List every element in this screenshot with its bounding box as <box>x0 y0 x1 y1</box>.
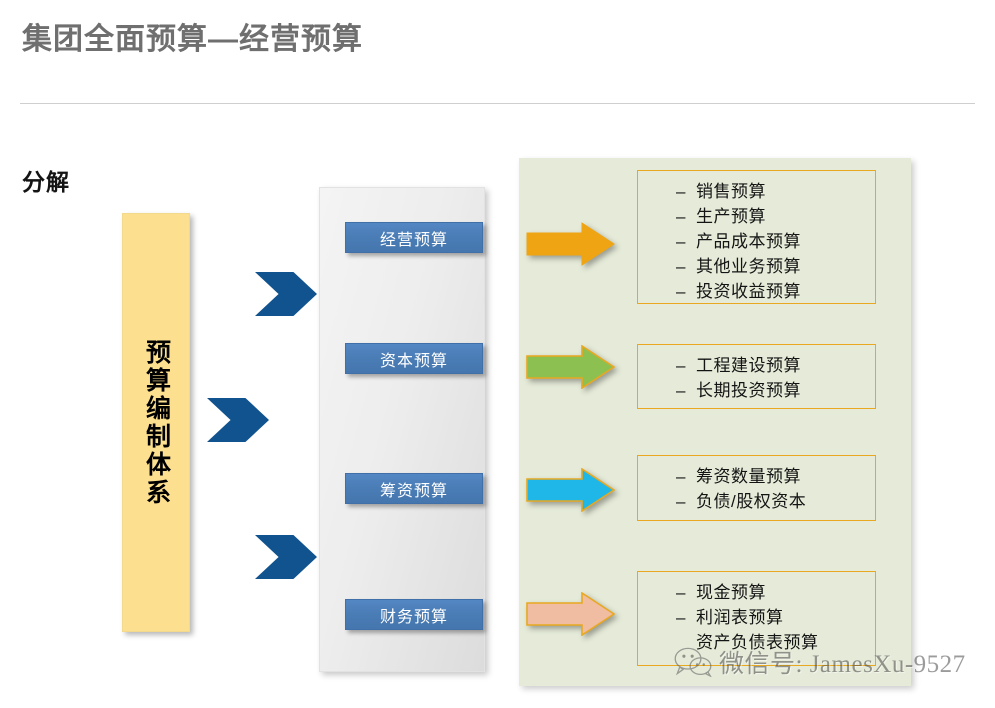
list-item-label: 产品成本预算 <box>696 232 801 251</box>
budget-categories-panel <box>319 187 485 672</box>
list-item-label: 长期投资预算 <box>696 381 801 400</box>
list-dash: – <box>676 182 686 201</box>
list-item: – 销售预算 <box>638 179 875 204</box>
list-dash: – <box>676 583 686 602</box>
page-title: 集团全面预算—经营预算 <box>22 23 363 56</box>
list-item: – 利润表预算 <box>638 605 875 630</box>
list-dash: – <box>676 207 686 226</box>
title-divider <box>20 103 975 104</box>
list-item-label: 生产预算 <box>696 207 766 226</box>
budget-category-button-2[interactable]: 筹资预算 <box>345 473 483 504</box>
budget-system-pillar: 预算编制体系 <box>122 213 190 632</box>
cyan-arrow-icon <box>526 468 615 512</box>
list-item: – 其他业务预算 <box>638 254 875 279</box>
budget-category-label-2: 筹资预算 <box>379 482 448 500</box>
list-item-label: 现金预算 <box>696 583 766 602</box>
list-item: 资产负债表预算 <box>638 630 875 655</box>
list-item-label: 利润表预算 <box>696 608 784 627</box>
section-label: 分解 <box>22 169 70 195</box>
budget-category-button-1[interactable]: 资本预算 <box>345 343 483 374</box>
list-item-label: 投资收益预算 <box>696 282 801 301</box>
peach-arrow-icon <box>526 592 615 636</box>
budget-detail-box-3: – 现金预算 – 利润表预算 资产负债表预算 <box>637 571 876 666</box>
list-item: – 投资收益预算 <box>638 279 875 304</box>
list-item: – 产品成本预算 <box>638 229 875 254</box>
list-dash: – <box>676 381 686 400</box>
list-dash: – <box>676 492 686 511</box>
chevron-right-icon-3 <box>255 535 317 579</box>
list-dash: – <box>676 467 686 486</box>
budget-detail-box-0: – 销售预算 – 生产预算 – 产品成本预算 – 其他业务预算 – 投资收益预算 <box>637 170 876 304</box>
orange-arrow-icon <box>526 222 615 266</box>
budget-category-button-3[interactable]: 财务预算 <box>345 599 483 630</box>
list-dash: – <box>676 257 686 276</box>
list-dash: – <box>676 356 686 375</box>
list-item-label: 筹资数量预算 <box>696 467 801 486</box>
budget-category-label-0: 经营预算 <box>379 231 448 249</box>
list-item: – 现金预算 <box>638 580 875 605</box>
chevron-right-icon-2 <box>207 398 269 442</box>
budget-detail-box-1: – 工程建设预算 – 长期投资预算 <box>637 344 876 409</box>
list-item: – 筹资数量预算 <box>638 464 875 489</box>
list-item-label: 销售预算 <box>696 182 766 201</box>
list-item: – 负债/股权资本 <box>638 489 875 514</box>
list-item: – 长期投资预算 <box>638 378 875 403</box>
list-dash: – <box>676 232 686 251</box>
budget-category-label-1: 资本预算 <box>379 352 448 370</box>
list-dash: – <box>676 282 686 301</box>
list-item: – 工程建设预算 <box>638 353 875 378</box>
budget-category-button-0[interactable]: 经营预算 <box>345 222 483 253</box>
list-item-label: 负债/股权资本 <box>696 492 807 511</box>
list-dash: – <box>676 608 686 627</box>
budget-detail-box-2: – 筹资数量预算 – 负债/股权资本 <box>637 455 876 521</box>
list-item-label: 资产负债表预算 <box>696 633 819 652</box>
chevron-right-icon-1 <box>255 272 317 316</box>
list-item-label: 其他业务预算 <box>696 257 801 276</box>
green-arrow-icon <box>526 345 615 389</box>
list-item-label: 工程建设预算 <box>696 356 801 375</box>
list-item: – 生产预算 <box>638 204 875 229</box>
budget-system-pillar-label: 预算编制体系 <box>142 338 171 507</box>
budget-category-label-3: 财务预算 <box>379 608 448 626</box>
